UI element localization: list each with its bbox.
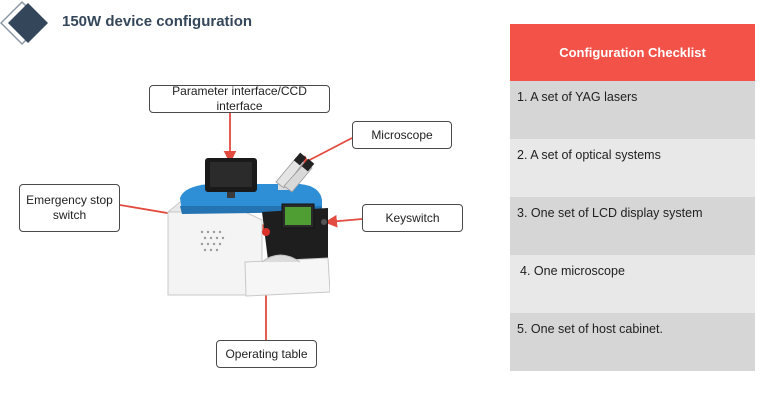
logo-diamond-icon <box>0 0 48 46</box>
callout-parameter-interface-label: Parameter interface/CCD interface <box>172 84 307 113</box>
callout-microscope: Microscope <box>352 121 452 149</box>
page-title: 150W device configuration <box>62 13 253 30</box>
callout-microscope-label: Microscope <box>371 127 433 142</box>
checklist-item: 3. One set of LCD display system <box>510 197 755 255</box>
callout-operating-table-label: Operating table <box>225 346 308 361</box>
checklist-item: 2. A set of optical systems <box>510 139 755 197</box>
checklist-item: 4. One microscope <box>510 255 755 313</box>
checklist-item: 1. A set of YAG lasers <box>510 81 755 139</box>
checklist-item: 5. One set of host cabinet. <box>510 313 755 371</box>
callout-emergency-stop-label: Emergency stop switch <box>26 193 113 222</box>
callout-operating-table: Operating table <box>216 340 317 368</box>
callout-keyswitch: Keyswitch <box>362 204 463 232</box>
callout-emergency-stop: Emergency stop switch <box>19 184 120 232</box>
checklist-title: Configuration Checklist <box>510 24 755 81</box>
callout-parameter-interface: Parameter interface/CCD interface <box>149 84 330 113</box>
configuration-checklist: Configuration Checklist 1. A set of YAG … <box>510 24 755 371</box>
laser-welding-machine-image <box>166 152 330 297</box>
connector-keyswitch <box>324 214 363 228</box>
callout-keyswitch-label: Keyswitch <box>385 210 440 225</box>
